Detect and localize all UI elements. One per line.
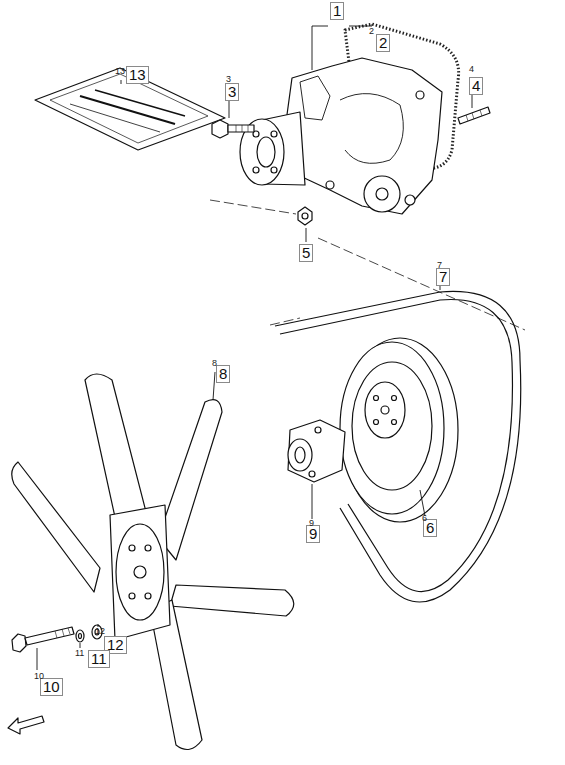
v-belt xyxy=(275,291,521,602)
bolt xyxy=(212,120,254,138)
callout-number: 11 xyxy=(91,650,107,667)
cooling-fan xyxy=(12,374,294,749)
callout-number: 10 xyxy=(34,671,44,681)
callout-number: 12 xyxy=(95,626,105,636)
callout-box: 7 xyxy=(436,268,450,286)
front-arrow xyxy=(8,716,44,734)
callout-number: 3 xyxy=(226,74,231,84)
callout-number: 6 xyxy=(426,519,434,536)
callout-box: 2 xyxy=(376,34,390,52)
callout-number: 4 xyxy=(469,64,474,74)
callout-box: 1 xyxy=(330,2,344,20)
pulley xyxy=(340,338,458,522)
callout-number: 6 xyxy=(422,513,427,523)
nut xyxy=(298,207,312,225)
callout-number: 1 xyxy=(333,2,341,19)
stud xyxy=(458,107,490,124)
callout-box: 11 xyxy=(88,650,110,668)
callout-number: 9 xyxy=(309,518,314,528)
fan-bolt xyxy=(12,627,74,652)
callout-box: 13 xyxy=(126,66,149,84)
callout-number: 7 xyxy=(437,260,442,270)
callout-number: 13 xyxy=(115,66,125,76)
leader-line xyxy=(37,24,472,670)
callout-number: 2 xyxy=(369,26,374,36)
callout-box: 8 xyxy=(216,365,230,383)
callout-number: 4 xyxy=(472,77,480,94)
callout-box: 4 xyxy=(469,77,483,95)
callout-number: 8 xyxy=(219,365,227,382)
fan-spacer xyxy=(288,420,345,482)
alignment-line xyxy=(210,200,525,330)
callout-number: 3 xyxy=(228,83,236,100)
callout-number: 8 xyxy=(212,358,217,368)
callout-number: 13 xyxy=(129,66,146,83)
water-pump xyxy=(240,58,442,214)
lock-washer xyxy=(76,630,84,642)
callout-number: 10 xyxy=(43,678,60,695)
callout-number: 7 xyxy=(439,268,447,285)
callout-box: 5 xyxy=(299,244,313,262)
callout-box: 3 xyxy=(225,83,239,101)
callout-number: 5 xyxy=(302,244,310,261)
callout-number: 11 xyxy=(75,648,84,658)
callout-number: 2 xyxy=(379,34,387,51)
